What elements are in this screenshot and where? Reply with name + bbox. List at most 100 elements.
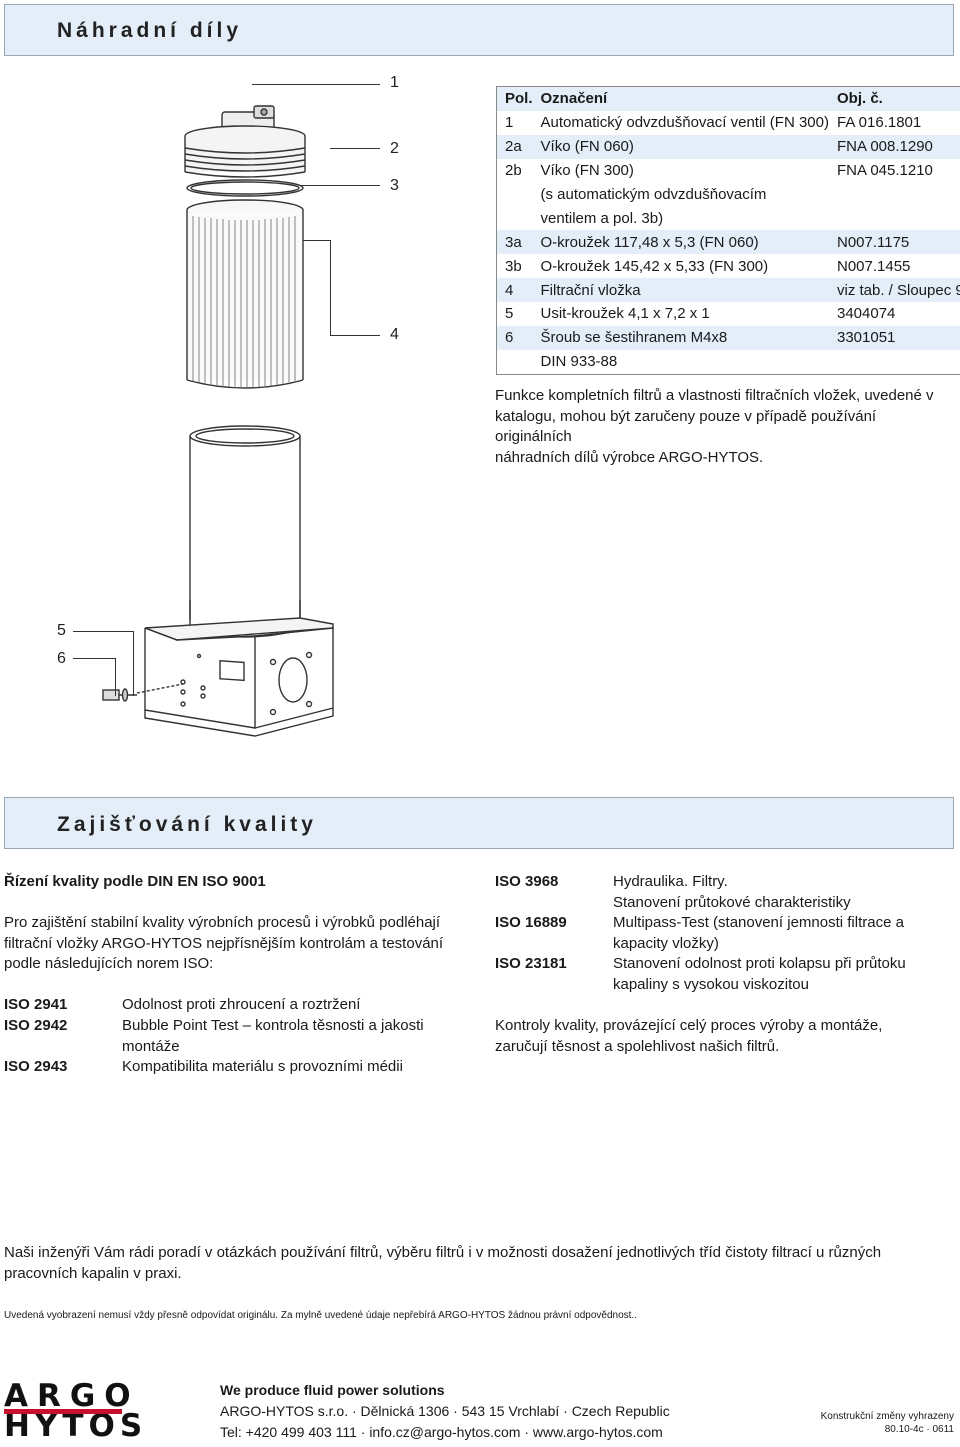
iso-code: ISO 23181 [495, 955, 567, 972]
table-row: DIN 933-88 [497, 350, 960, 374]
callout-1: 1 [390, 74, 399, 91]
callout-5: 5 [57, 622, 66, 639]
callout-4: 4 [390, 326, 399, 343]
table-cell [497, 183, 537, 207]
callout-line-4 [303, 240, 331, 241]
callout-line-6 [73, 658, 115, 659]
table-row: 3a O-kroužek 117,48 x 5,3 (FN 060) N007.… [496, 230, 960, 255]
table-cell: Filtrační vložka [536, 278, 833, 303]
table-row: (s automatickým odvzdušňovacím [497, 183, 960, 207]
quality-title: Zajišťování kvality [57, 813, 317, 836]
table-row: 6 Šroub se šestihranem M4x8 3301051 [496, 325, 960, 350]
table-cell: N007.1455 [836, 257, 911, 275]
callout-line-6-vertical [115, 658, 116, 696]
iso-item: ISO 23181 Stanovení odolnost proti kolap… [495, 954, 955, 995]
footer-changes-note: Konstrukční změny vyhrazeny [820, 1411, 954, 1422]
table-cell: 2a [496, 134, 537, 159]
intro-line: podle následujících norem ISO: [4, 955, 214, 972]
table-cell [833, 350, 960, 374]
iso-code: ISO 2943 [4, 1058, 68, 1075]
table-cell: O-kroužek 145,42 x 5,33 (FN 300) [540, 257, 769, 275]
callout-6: 6 [57, 650, 66, 667]
argo-hytos-logo: ARGO HYTOS [4, 1378, 189, 1444]
callout-line-2 [330, 148, 380, 149]
table-row: ventilem a pol. 3b) [497, 206, 960, 230]
iso-item: ISO 3968 Hydraulika. Filtry. Stanovení p… [495, 872, 955, 913]
table-cell: Usit-kroužek 4,1 x 7,2 x 1 [540, 305, 710, 323]
quality-heading: Řízení kvality podle DIN EN ISO 9001 [4, 873, 266, 890]
iso-code: ISO 3968 [495, 873, 559, 890]
original-parts-note: Funkce kompletních filtrů a vlastnosti f… [495, 386, 955, 468]
iso-code: ISO 16889 [495, 914, 567, 931]
iso-desc: Odolnost proti zhroucení a roztržení [122, 996, 361, 1013]
table-cell: Víko (FN 060) [536, 134, 833, 159]
filter-housing-block-drawing [102, 600, 334, 737]
table-cell: 1 [505, 114, 514, 132]
callout-line-4-vertical [330, 240, 331, 336]
parts-table: Pol. Označení Obj. č. 1 Automatický odvz… [496, 86, 960, 375]
intro-line: Pro zajištění stabilní kvality výrobních… [4, 914, 441, 931]
logo-red-bar [4, 1409, 122, 1414]
footer-contact: Tel: +420 499 403 111 · info.cz@argo-hyt… [220, 1424, 663, 1440]
header-order-number: Obj. č. [832, 86, 960, 111]
iso-item: ISO 2943 Kompatibilita materiálu s provo… [4, 1057, 464, 1078]
footer-doc-code: 80.10-4c · 0611 [884, 1424, 954, 1435]
table-cell [833, 183, 960, 207]
note-line: Funkce kompletních filtrů a vlastnosti f… [495, 387, 934, 404]
table-cell: 3b [505, 257, 522, 275]
table-row: 2b Víko (FN 300) FNA 045.1210 [497, 159, 960, 183]
table-cell: Automatický odvzdušňovací ventil (FN 300… [540, 114, 829, 132]
callout-line-3 [300, 185, 380, 186]
iso-item: ISO 2941 Odolnost proti zhroucení a rozt… [4, 995, 464, 1016]
iso-desc: Bubble Point Test – kontrola těsnosti a … [122, 1017, 424, 1034]
iso-desc: montáže [122, 1037, 180, 1055]
table-cell: 5 [505, 305, 514, 323]
table-cell: Víko (FN 300) [540, 162, 634, 180]
footer-slogan: We produce fluid power solutions [220, 1382, 445, 1398]
callout-3: 3 [390, 177, 399, 194]
table-cell: FNA 045.1210 [836, 162, 933, 180]
spare-parts-title: Náhradní díly [57, 19, 243, 42]
callout-line-1 [252, 84, 380, 85]
callout-line-5 [73, 631, 133, 632]
callout-2: 2 [390, 140, 399, 157]
iso-desc: Hydraulika. Filtry. [613, 873, 728, 890]
table-cell: Šroub se šestihranem M4x8 [536, 325, 833, 350]
table-cell: ventilem a pol. 3b) [540, 209, 664, 227]
table-cell: DIN 933-88 [540, 353, 618, 371]
engineer-advice: Naši inženýři Vám rádi poradí v otázkách… [4, 1243, 954, 1284]
header-pos: Pol. [496, 86, 537, 111]
iso-desc: Multipass-Test (stanovení jemnosti filtr… [613, 914, 904, 931]
quality-closing: Kontroly kvality, provázející celý proce… [495, 1016, 955, 1057]
table-cell: FNA 008.1290 [832, 134, 960, 159]
table-cell: (s automatickým odvzdušňovacím [540, 186, 767, 203]
table-row: 2a Víko (FN 060) FNA 008.1290 [496, 134, 960, 159]
table-cell: O-kroužek 117,48 x 5,3 (FN 060) [536, 230, 833, 255]
table-cell [833, 206, 960, 230]
quality-banner: Zajišťování kvality [4, 797, 954, 849]
iso-code: ISO 2942 [4, 1017, 68, 1034]
table-cell: 4 [496, 278, 537, 303]
table-cell: 3a [496, 230, 537, 255]
advice-line: pracovních kapalin v praxi. [4, 1264, 182, 1282]
iso-desc: Kompatibilita materiálu s provozními méd… [122, 1058, 403, 1075]
table-row: 4 Filtrační vložka viz tab. / Sloupec 9 [496, 278, 960, 303]
table-cell: 2b [505, 162, 522, 180]
table-cell: 6 [496, 325, 537, 350]
intro-line: filtrační vložky ARGO-HYTOS nejpřísnější… [4, 934, 444, 952]
callout-line-4b [330, 335, 380, 336]
iso-item: ISO 16889 Multipass-Test (stanovení jemn… [495, 913, 955, 954]
table-cell: FA 016.1801 [836, 114, 922, 132]
filter-exploded-drawing-upper [184, 105, 306, 620]
closing-line: zaručují těsnost a spolehlivost našich f… [495, 1037, 780, 1055]
closing-line: Kontroly kvality, provázející celý proce… [495, 1017, 883, 1034]
table-row: 1 Automatický odvzdušňovací ventil (FN 3… [497, 111, 960, 135]
callout-line-5-vertical [133, 631, 134, 696]
iso-item: ISO 2942 Bubble Point Test – kontrola tě… [4, 1016, 464, 1057]
iso-desc: kapacity vložky) [613, 934, 719, 952]
iso-code: ISO 2941 [4, 996, 68, 1013]
iso-desc: Stanovení průtokové charakteristiky [613, 893, 851, 911]
table-cell [497, 350, 537, 374]
table-row: 3b O-kroužek 145,42 x 5,33 (FN 300) N007… [497, 254, 960, 278]
note-line: náhradních dílů výrobce ARGO-HYTOS. [495, 448, 764, 466]
